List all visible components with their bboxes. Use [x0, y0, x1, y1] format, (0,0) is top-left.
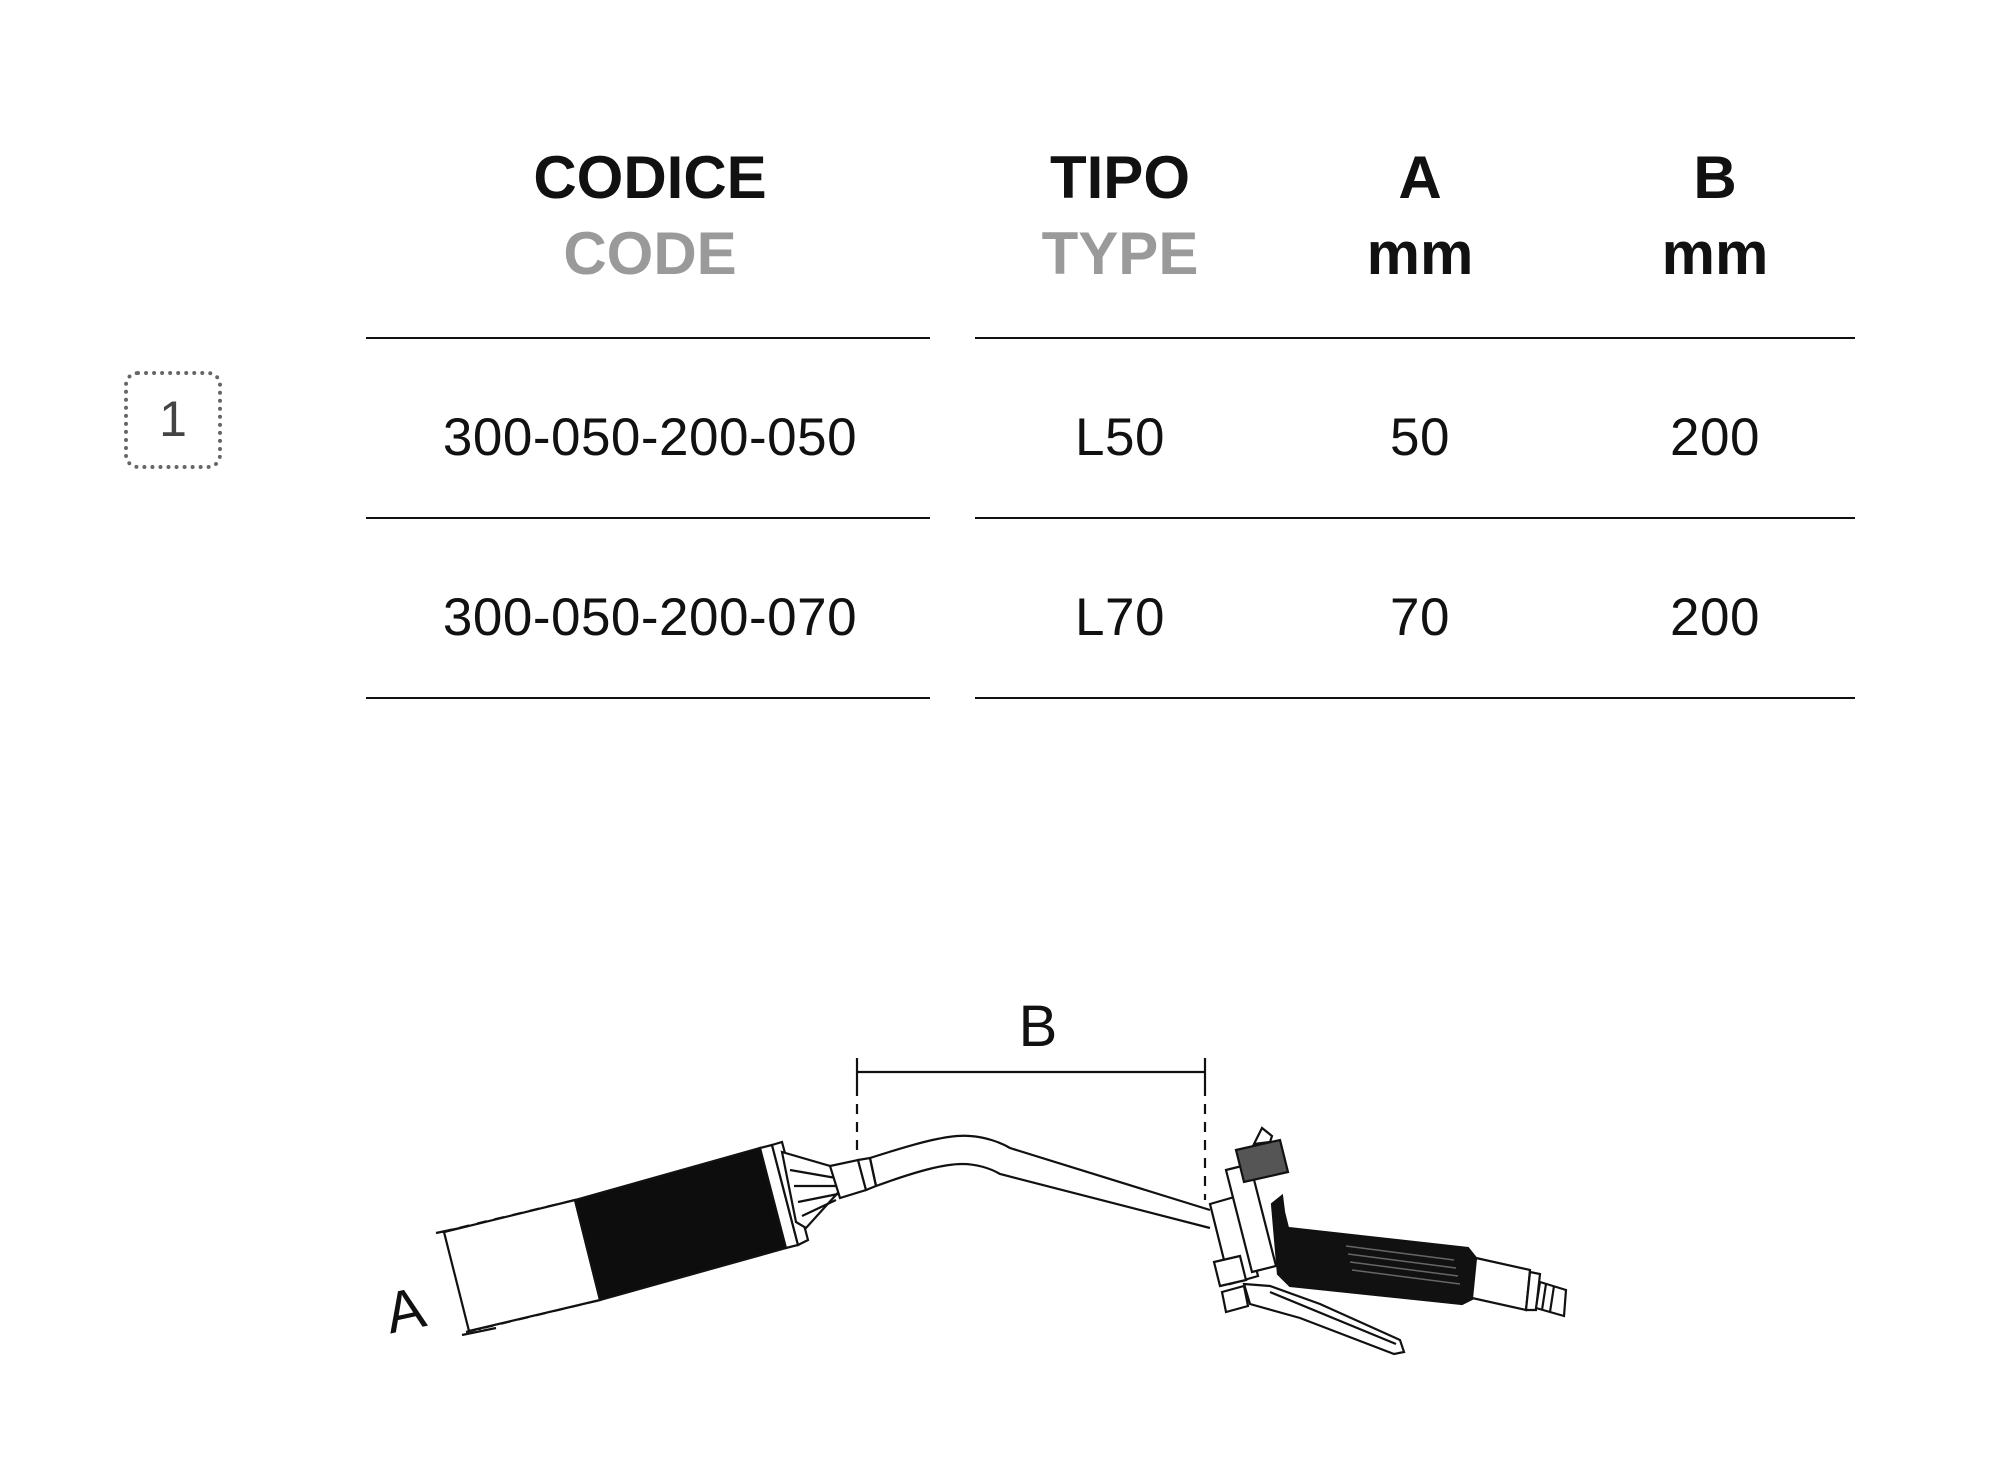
header-code-en: CODE: [563, 220, 737, 287]
header-type-en: TYPE: [1041, 220, 1199, 287]
row-1-a: 50: [1390, 408, 1450, 467]
row-2-a: 70: [1390, 588, 1450, 647]
header-b-unit: mm: [1661, 220, 1769, 287]
header-rule-left: [366, 337, 930, 339]
row-2-code: 300-050-200-070: [442, 588, 858, 647]
torch-tube: [868, 1134, 1211, 1230]
label-a: A: [379, 1275, 431, 1347]
burner-head: [442, 1140, 878, 1333]
header-b-label: B: [1693, 144, 1737, 211]
row-1-type: L50: [1075, 408, 1165, 467]
dimension-b: [855, 1058, 1207, 1200]
header-type-it: TIPO: [1049, 144, 1190, 211]
header-code-it: CODICE: [533, 144, 767, 211]
group-number-badge: 1: [124, 371, 222, 469]
torch-handle: [1208, 1126, 1568, 1356]
row-1-b: 200: [1670, 408, 1760, 467]
row-2-b: 200: [1670, 588, 1760, 647]
bottom-rule-left: [366, 697, 930, 699]
header-a-label: A: [1398, 144, 1442, 211]
header-a-unit: mm: [1366, 220, 1474, 287]
header-rule-right: [975, 337, 1855, 339]
row-1-code: 300-050-200-050: [442, 408, 858, 467]
row-2-type: L70: [1075, 588, 1165, 647]
row-rule-right: [975, 517, 1855, 519]
label-b: B: [1019, 994, 1058, 1059]
bottom-rule-right: [975, 697, 1855, 699]
row-rule-left: [366, 517, 930, 519]
